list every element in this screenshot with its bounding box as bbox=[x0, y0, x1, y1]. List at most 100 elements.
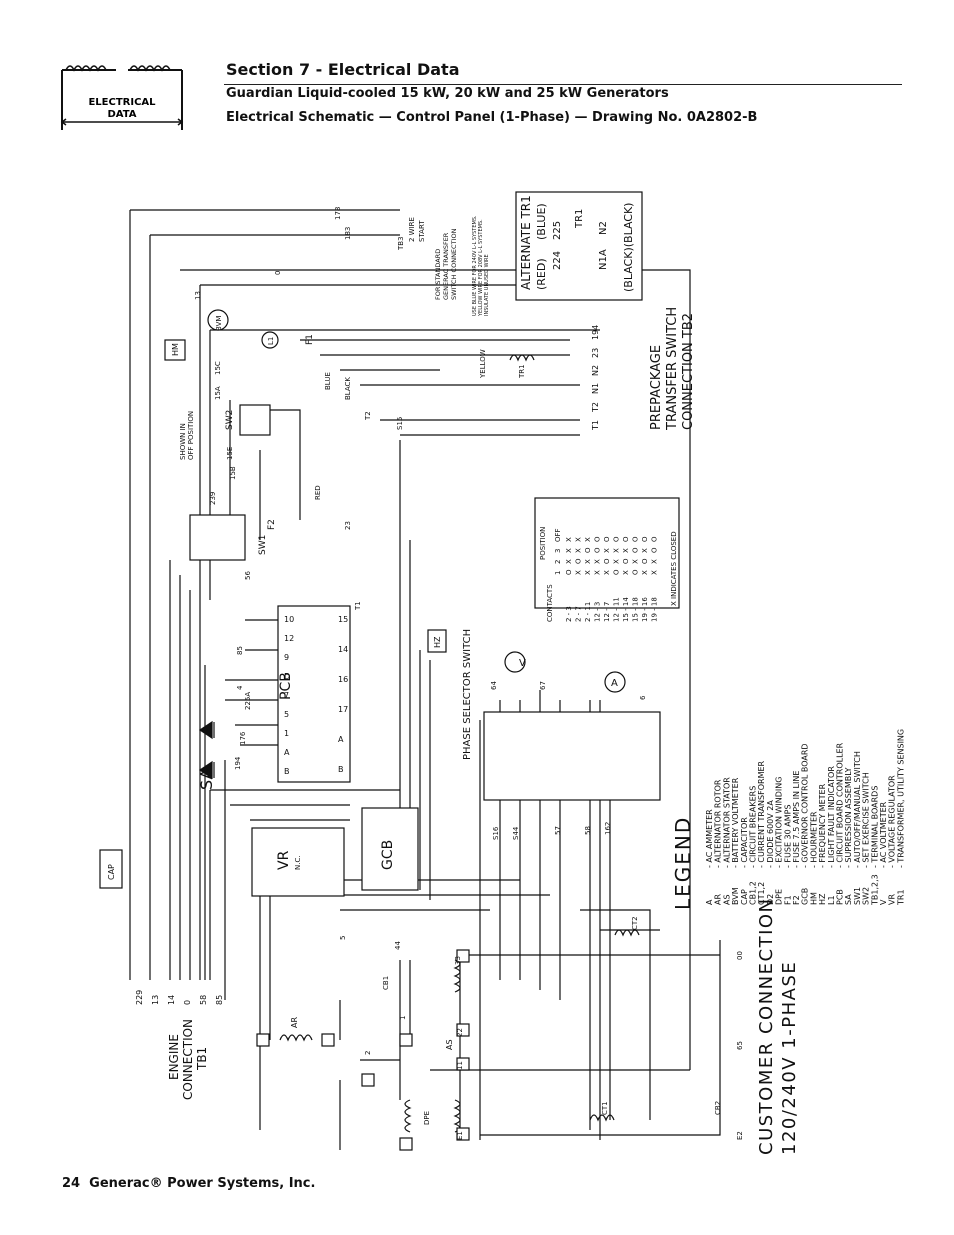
legend-description: - CAPACITOR bbox=[740, 817, 749, 868]
schematic-wires bbox=[129, 209, 721, 1150]
selector-table-note: X INDICATES CLOSED bbox=[670, 531, 678, 606]
legend-description: - FUSE 7.5 AMPS IN LINE bbox=[792, 771, 801, 868]
selector-table-contact: 12 - 3 bbox=[594, 602, 602, 622]
tb1-terminal: 0 bbox=[183, 1000, 192, 1005]
pcb-left-pin: 5 bbox=[284, 710, 289, 719]
legend-description: - TERMINAL BOARDS bbox=[870, 786, 879, 868]
two-wire-start-1: 2 WIRE bbox=[408, 217, 416, 242]
wire-label: E1 bbox=[456, 1131, 464, 1140]
legend-code: BVM bbox=[731, 887, 740, 905]
tb2-terminal: T1 bbox=[591, 420, 600, 431]
wire-label: BLACK bbox=[344, 377, 352, 400]
legend-code: D2 bbox=[766, 894, 775, 905]
gcb-label: GCB bbox=[380, 840, 396, 870]
tb2-terminal: 194 bbox=[591, 325, 600, 340]
electrical-data-logo: ELECTRICAL DATA bbox=[56, 60, 188, 132]
legend-description: - CIRCUIT BOARD CONTROLLER bbox=[836, 742, 845, 868]
wire-label: S16 bbox=[492, 826, 500, 840]
wire-label: 15B bbox=[229, 466, 237, 480]
f1-label: F1 bbox=[305, 334, 315, 345]
gcb-box bbox=[361, 807, 419, 891]
coils bbox=[279, 354, 640, 1133]
subtitle-generators: Guardian Liquid-cooled 15 kW, 20 kW and … bbox=[226, 86, 669, 101]
selector-table-header: 1 bbox=[554, 571, 562, 575]
wire-label: 11 bbox=[456, 1061, 464, 1070]
pcb-left-pin: 7 bbox=[284, 691, 289, 700]
pcb-right-pin: 15 bbox=[338, 615, 348, 624]
pcb-left-pin: 1 bbox=[284, 729, 289, 738]
legend-code: TB1,2,3 bbox=[870, 874, 879, 906]
tr1-label: TR1 bbox=[518, 364, 526, 379]
l1-lamp bbox=[261, 331, 279, 349]
legend-description: - SET EXERCISE SWITCH bbox=[862, 772, 871, 868]
wire-label: RED bbox=[314, 485, 322, 500]
selector-table-cell: X bbox=[575, 570, 583, 575]
selector-table-contact: 15 - 14 bbox=[622, 597, 630, 622]
selector-table-cell: X bbox=[603, 570, 611, 575]
selector-table-cell: O bbox=[622, 536, 630, 542]
wire-label: S44 bbox=[512, 826, 520, 840]
sw2-label: SW2 bbox=[225, 410, 235, 430]
legend-code: L1 bbox=[827, 895, 836, 905]
selector-table-cell: X bbox=[584, 570, 592, 575]
cb1-label: CB1 bbox=[382, 976, 390, 990]
wire-label: YELLOW bbox=[479, 349, 487, 379]
selector-table-cell: O bbox=[632, 569, 640, 575]
alternate-tr1-red: (RED) bbox=[535, 258, 548, 290]
selector-table-cell: O bbox=[613, 536, 621, 542]
wire-label: 56 bbox=[244, 571, 252, 580]
wire-label: S15 bbox=[396, 417, 404, 430]
wire-label: 22 bbox=[456, 1028, 464, 1037]
wire-labels: 17818301315C15A15E15B23956854225A1761942… bbox=[194, 207, 744, 1140]
engine-connection-line1: ENGINE bbox=[167, 1034, 181, 1080]
standard-ts-note-3: SWITCH CONNECTION bbox=[450, 228, 458, 300]
selector-table-contact: 2 - 3 bbox=[565, 606, 573, 622]
header-rule bbox=[224, 84, 902, 85]
selector-table-cell: O bbox=[594, 547, 602, 553]
logo-text-line2: DATA bbox=[107, 109, 136, 120]
ar-label: AR bbox=[290, 1017, 299, 1028]
shown-in-off-1: SHOWN IN bbox=[179, 423, 187, 460]
wire-label: 33 bbox=[454, 956, 462, 965]
wire-label: E2 bbox=[736, 1131, 744, 1140]
selector-table-header: 2 bbox=[554, 560, 562, 564]
selector-table-cell: X bbox=[575, 548, 583, 553]
tb1-terminal: 229 bbox=[135, 990, 144, 1005]
selector-table-cell: X bbox=[622, 548, 630, 553]
selector-table-cell: O bbox=[603, 558, 611, 564]
component-boxes bbox=[99, 191, 680, 897]
wire-label: 65 bbox=[736, 1041, 744, 1050]
wire-label: 64 bbox=[490, 681, 498, 690]
cb2-label: CB2 bbox=[714, 1101, 722, 1115]
legend-description: - FUSE 30 AMPS bbox=[783, 804, 792, 868]
selector-table-cell: X bbox=[584, 537, 592, 542]
wire-label: 15E bbox=[226, 447, 234, 460]
pcb-right-pin: B bbox=[338, 765, 344, 774]
legend-code: TR1 bbox=[896, 889, 905, 906]
legend-code: HM bbox=[809, 892, 818, 905]
wire-label: 5 bbox=[339, 936, 347, 940]
pcb-right-pin: 14 bbox=[338, 645, 348, 654]
selector-table-contact: 19 - 16 bbox=[641, 597, 649, 622]
selector-table-cell: O bbox=[632, 547, 640, 553]
prepackage-line1: PREPACKAGE bbox=[649, 345, 664, 430]
selector-table-header: POSITION bbox=[539, 527, 547, 560]
selector-table-contact: 2 - 7 bbox=[575, 606, 583, 622]
engine-connection-line2: CONNECTION bbox=[181, 1019, 195, 1100]
bvm-meter bbox=[207, 309, 229, 331]
tb1-terminal: 85 bbox=[215, 995, 224, 1005]
legend-description: - ALTERNATOR ROTOR bbox=[714, 779, 723, 868]
tb1-terminal: 14 bbox=[167, 995, 176, 1005]
blue-wire-note-2: YELLOW WIRE FOR 208V L-L SYSTEMS. bbox=[478, 219, 484, 317]
phase-selector-box bbox=[483, 711, 661, 801]
wire-label: 58 bbox=[584, 826, 592, 835]
legend-description: - AC AMMETER bbox=[705, 809, 714, 868]
wire-label: 44 bbox=[394, 941, 402, 950]
wire-label: 178 bbox=[334, 207, 342, 220]
ct2-label: CT2 bbox=[631, 916, 639, 930]
legend-description: - DIODE 600V 2A bbox=[766, 800, 775, 868]
legend-description: - VOLTAGE REGULATOR bbox=[888, 775, 897, 868]
